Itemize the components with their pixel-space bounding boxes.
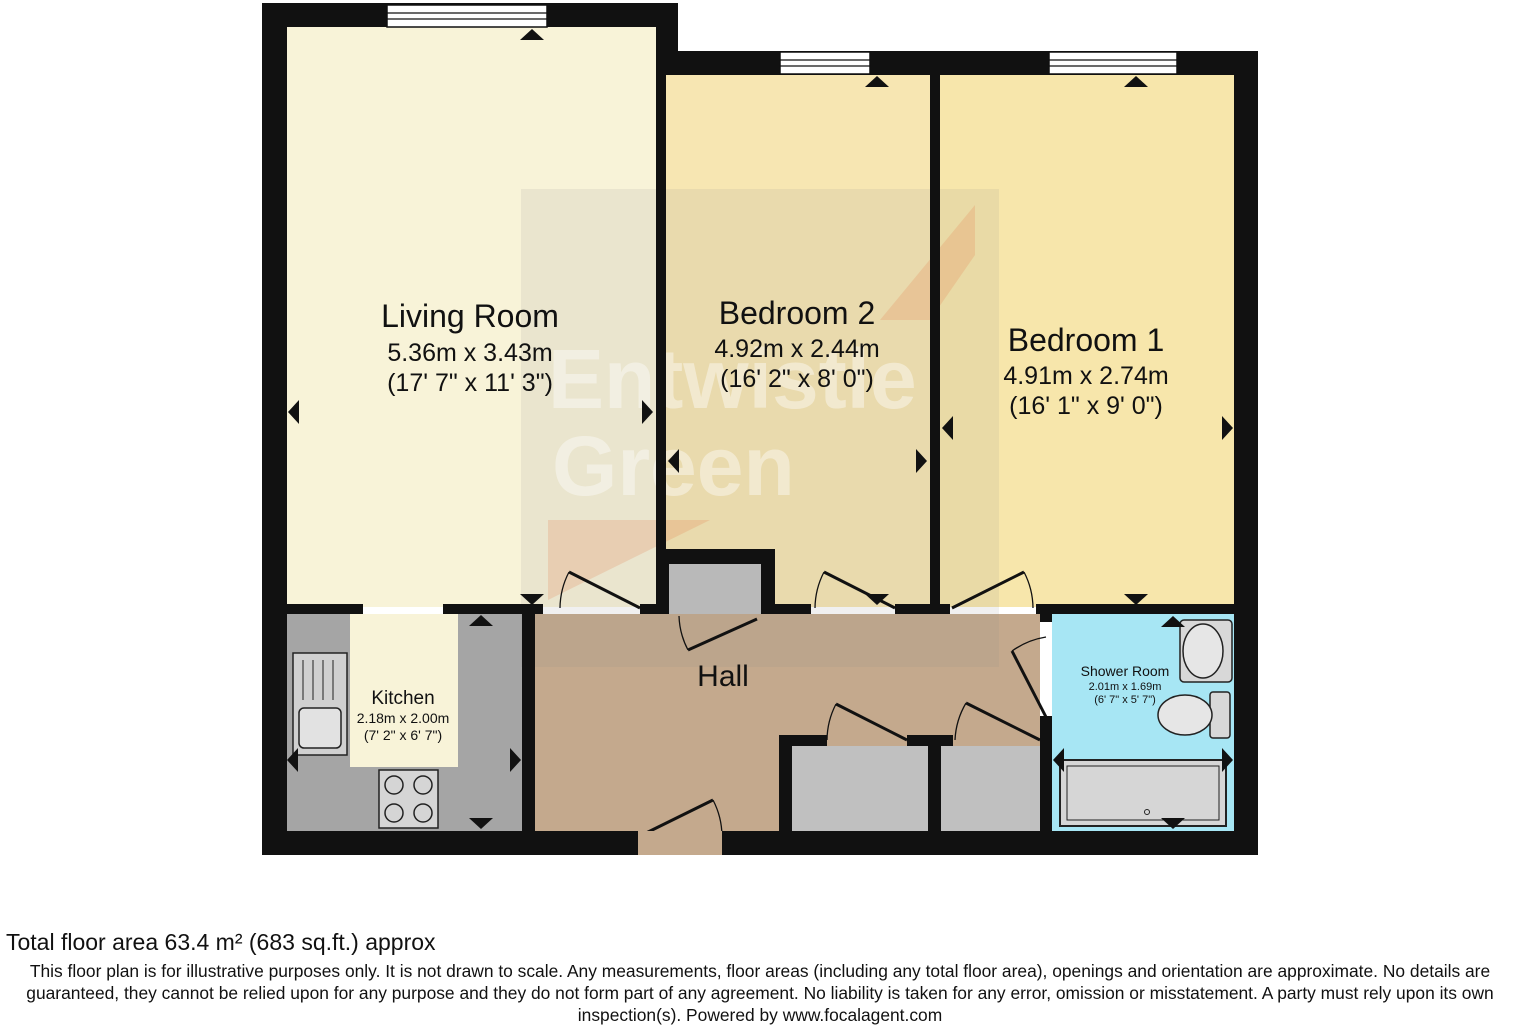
bedroom-2-floor (666, 75, 930, 607)
storage-cupboard-right (941, 746, 1040, 831)
dimension-markers (287, 29, 1233, 829)
kitchen-corridor (350, 614, 458, 767)
shower-room-imperial: (6' 7" x 5' 7") (1094, 694, 1156, 706)
floor-plan: Entwistle Green (262, 3, 1258, 855)
kitchen-imperial: (7' 2" x 6' 7") (364, 727, 442, 743)
disclaimer-text: This floor plan is for illustrative purp… (26, 961, 1494, 1025)
storage-cupboard-left (792, 746, 928, 831)
doors (559, 570, 1048, 838)
bedroom-1-imperial: (16' 1" x 9' 0") (1009, 392, 1163, 420)
living-room-metric: 5.36m x 3.43m (387, 339, 552, 367)
living-room-imperial: (17' 7" x 11' 3") (387, 369, 553, 397)
bedroom-2-label: Bedroom 2 4.92m x 2.44m (16' 2" x 8' 0") (714, 295, 879, 393)
window-living-room (386, 4, 548, 28)
shower-tray-icon (1059, 759, 1227, 827)
kitchen-metric: 2.18m x 2.00m (357, 710, 450, 726)
shower-room-name: Shower Room (1081, 663, 1170, 679)
bedroom-1-floor (940, 75, 1234, 607)
toilet-icon (1157, 691, 1231, 739)
walls (262, 3, 1258, 855)
bedroom-2-imperial: (16' 2" x 8' 0") (720, 365, 874, 393)
hob-icon (378, 769, 439, 829)
bedroom-2-metric: 4.92m x 2.44m (714, 335, 879, 363)
window-bedroom-2 (779, 51, 871, 75)
watermark: Entwistle Green (521, 189, 999, 667)
watermark-line-1: Entwistle (548, 332, 917, 426)
basin-icon (1179, 619, 1233, 683)
bedroom-1-name: Bedroom 1 (1008, 322, 1165, 358)
bedroom-1-label: Bedroom 1 4.91m x 2.74m (16' 1" x 9' 0") (1003, 322, 1168, 420)
total-floor-area: Total floor area 63.4 m² (683 sq.ft.) ap… (6, 929, 436, 955)
hall-label: Hall (697, 660, 749, 693)
shower-room-label: Shower Room 2.01m x 1.69m (6' 7" x 5' 7"… (1081, 663, 1170, 706)
bedroom-2-name: Bedroom 2 (719, 295, 876, 331)
window-bedroom-1 (1048, 51, 1178, 75)
sink-icon (292, 652, 348, 756)
living-room-label: Living Room 5.36m x 3.43m (17' 7" x 11' … (381, 298, 559, 397)
entrance-door-opening (638, 831, 722, 855)
living-room-name: Living Room (381, 298, 559, 334)
hall-name: Hall (697, 660, 749, 693)
kitchen-name: Kitchen (371, 688, 434, 709)
shower-room-metric: 2.01m x 1.69m (1089, 681, 1162, 693)
storage-cupboard-top (669, 564, 761, 614)
living-room-floor (287, 27, 656, 607)
kitchen-label: Kitchen 2.18m x 2.00m (7' 2" x 6' 7") (357, 688, 450, 743)
bedroom-1-metric: 4.91m x 2.74m (1003, 362, 1168, 390)
